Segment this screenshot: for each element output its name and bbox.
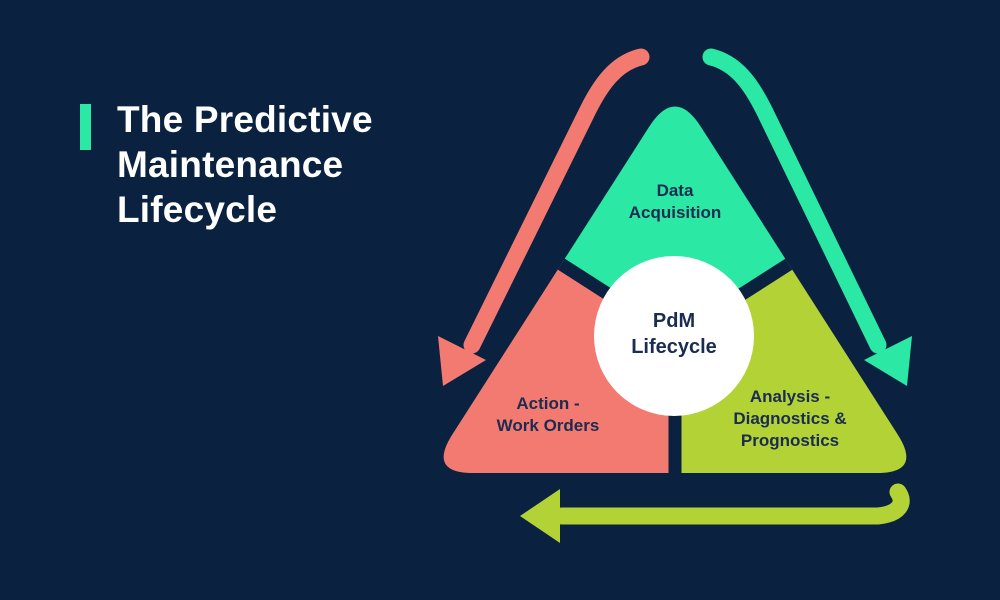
section-data-acquisition	[443, 106, 907, 337]
center-circle	[594, 256, 754, 416]
label-pdm-lifecycle: PdM Lifecycle	[631, 310, 717, 358]
arrow-bottom-left-icon	[520, 483, 910, 543]
label-data-acquisition: Data Acquisition	[628, 181, 722, 222]
arrow-right-down-icon	[702, 48, 912, 386]
title-accent-bar	[80, 104, 91, 150]
label-action-work-orders: Action - Work Orders	[496, 394, 600, 435]
page-title: The Predictive Maintenance Lifecycle	[117, 99, 373, 230]
arrow-left-down-icon	[438, 48, 650, 386]
label-analysis: Analysis - Diagnostics & Prognostics	[733, 387, 847, 450]
